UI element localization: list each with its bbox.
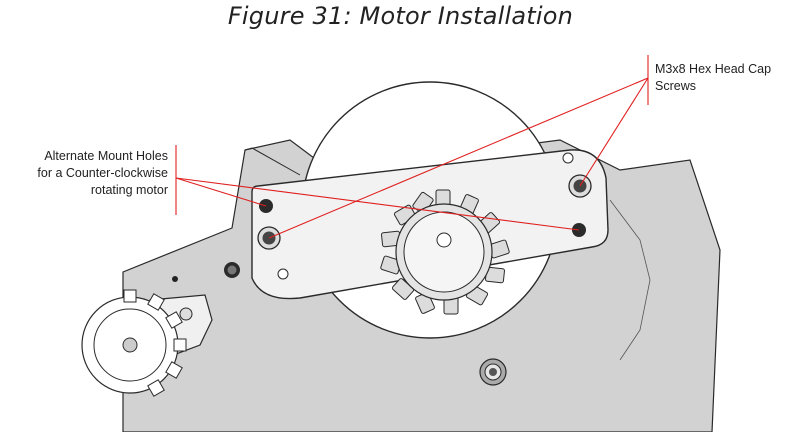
panel-inner-line [609,199,651,361]
left-gear-assembly [81,289,213,397]
panel-edge [244,147,301,176]
plate-hole-small-2 [562,152,574,164]
callout-line: rotating motor [90,183,168,197]
callout-line: Alternate Mount Holes [44,149,168,163]
bearing [479,358,507,386]
alternate-mount-holes-callout: Alternate Mount Holes for a Counter-cloc… [0,148,168,199]
plate-hole-small-1 [277,268,289,280]
pinion-gear [380,189,510,315]
panel-hole [224,262,240,278]
cap-screw-left [257,226,281,250]
panel-small-hole [172,276,178,282]
callout-line: M3x8 Hex Head Cap [655,62,772,76]
callout-line: for a Counter-clockwise [37,166,168,180]
leader-lines [175,55,649,239]
callout-line: Screws [655,79,696,93]
figure-title: Figure 31: Motor Installation [227,2,574,30]
cap-screws-callout: M3x8 Hex Head Cap Screws [655,61,795,95]
